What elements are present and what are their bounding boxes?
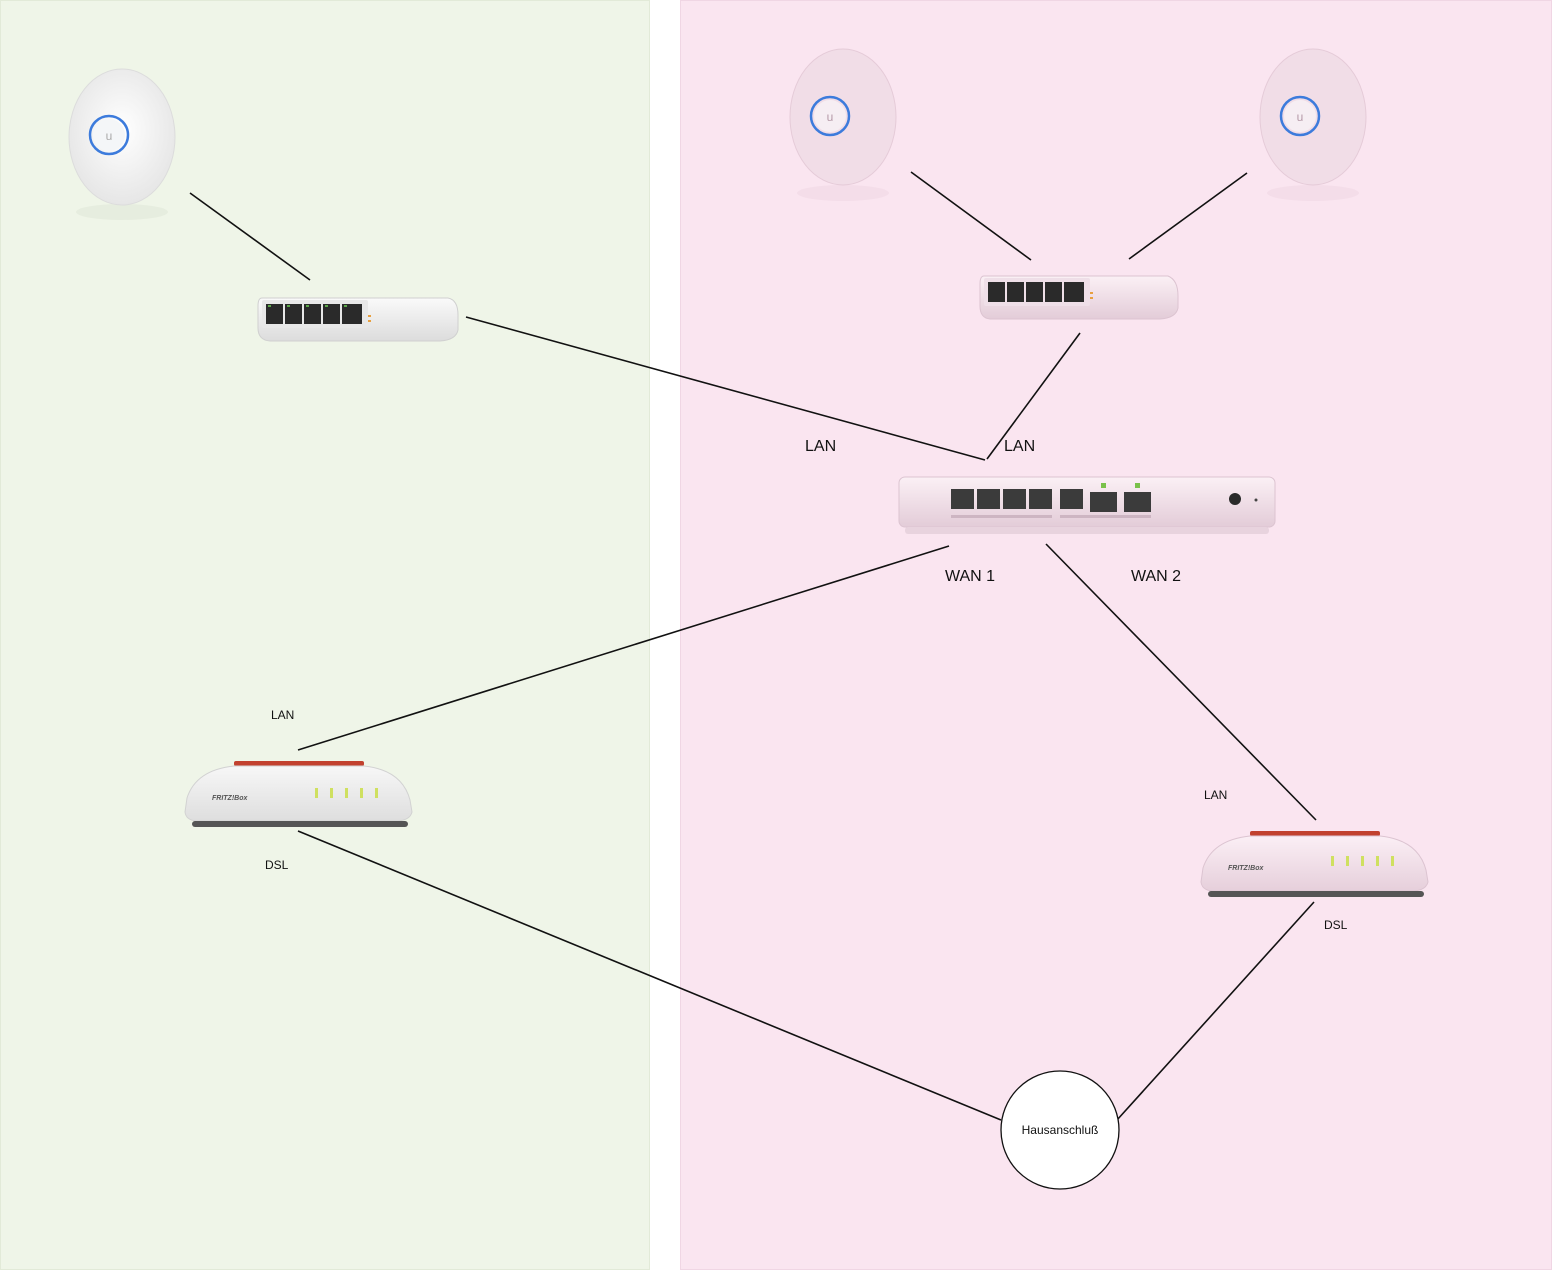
- link-router-wan2-to-fritz-right: [1045, 543, 1317, 821]
- link-router-wan1-to-fritz-left: [297, 545, 950, 751]
- link-ap-right2-to-switch-right: [1128, 172, 1248, 260]
- svg-text:u: u: [827, 110, 834, 124]
- link-switch-left-to-router: [465, 316, 986, 461]
- svg-text:u: u: [106, 129, 113, 143]
- fritzbox-brand: FRITZ!Box: [1228, 865, 1264, 872]
- modem-icon: FRITZ!Box: [184, 761, 413, 827]
- link-fritz-left-to-hausanschluss: [297, 830, 1002, 1121]
- zone-right: [680, 0, 1552, 1270]
- connections: [189, 171, 1317, 1121]
- link-fritz-right-to-hausanschluss: [1116, 901, 1315, 1121]
- access-point-icon: u: [68, 68, 176, 220]
- modem-icon: FRITZ!Box: [1200, 831, 1429, 897]
- fritz-right-lan-label: LAN: [1204, 788, 1227, 802]
- switch-icon: [979, 275, 1179, 320]
- fritz-left-dsl-label: DSL: [265, 858, 289, 872]
- router-lan-right-label: LAN: [1004, 438, 1035, 455]
- fritzbox-brand: FRITZ!Box: [212, 795, 248, 802]
- access-point-icon: u: [1259, 48, 1367, 201]
- fritz-left-lan-label: LAN: [271, 708, 294, 722]
- svg-text:u: u: [1297, 110, 1304, 124]
- router-lan-left-label: LAN: [805, 438, 836, 455]
- hausanschluss-node: Hausanschluß: [1000, 1070, 1120, 1190]
- hausanschluss-label: Hausanschluß: [1022, 1123, 1099, 1137]
- link-ap-left-to-switch-left: [189, 192, 311, 281]
- fritz-right-dsl-label: DSL: [1324, 918, 1348, 932]
- gateway-icon: [898, 476, 1276, 534]
- router-wan1-label: WAN 1: [945, 568, 995, 585]
- link-ap-right1-to-switch-right: [910, 171, 1032, 261]
- link-switch-right-to-router: [986, 332, 1081, 460]
- router-wan2-label: WAN 2: [1131, 568, 1181, 585]
- switch-icon: [257, 297, 459, 342]
- access-point-icon: u: [789, 48, 897, 201]
